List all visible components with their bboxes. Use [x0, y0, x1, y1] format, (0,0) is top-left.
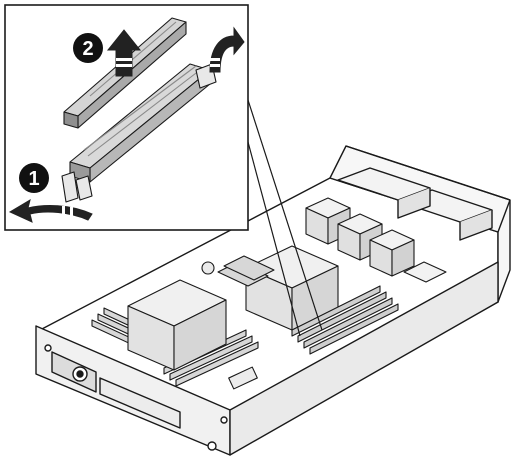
callout-step-2-number: 2 [82, 38, 93, 60]
callout-step-1-number: 1 [28, 168, 39, 190]
inset-detail-panel: 1 2 [4, 4, 249, 231]
connector-block [228, 366, 258, 390]
heatsink-left [127, 279, 227, 371]
ic-chips-right [305, 197, 447, 283]
curved-left-arrow-icon [8, 198, 93, 223]
dimm-slot-bank-rear [217, 255, 275, 287]
curved-rotate-arrow-icon [209, 26, 245, 73]
callout-step-1: 1 [19, 163, 49, 193]
callout-leader-lines [247, 99, 323, 337]
motherboard-components [91, 197, 447, 390]
heatsink-center [245, 245, 339, 331]
dimm-socket-with-latches [61, 63, 217, 203]
coin-battery [201, 261, 215, 275]
curved-up-arrow-icon [106, 29, 142, 77]
dimm-slot-bank-center [291, 285, 399, 355]
callout-step-2: 2 [73, 33, 103, 63]
